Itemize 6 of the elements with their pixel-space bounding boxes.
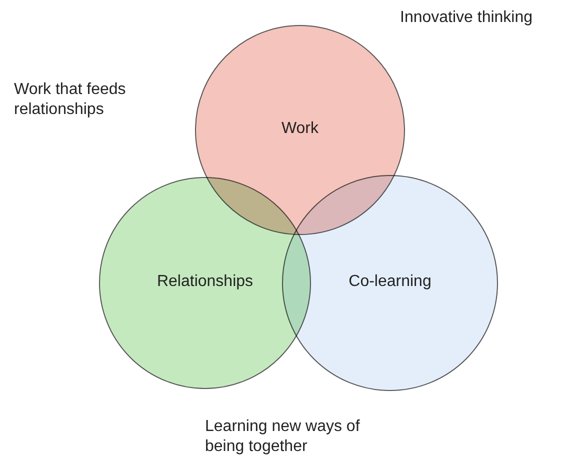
annotation-text: Work that feeds relationships bbox=[14, 80, 127, 120]
circle-label: Work bbox=[280, 120, 320, 138]
circle-label: Co-learning bbox=[348, 273, 432, 291]
annotation-text: Innovative thinking bbox=[400, 8, 534, 28]
annotation-text: Learning new ways of being together bbox=[205, 417, 361, 457]
circle-label: Relationships bbox=[156, 273, 254, 291]
